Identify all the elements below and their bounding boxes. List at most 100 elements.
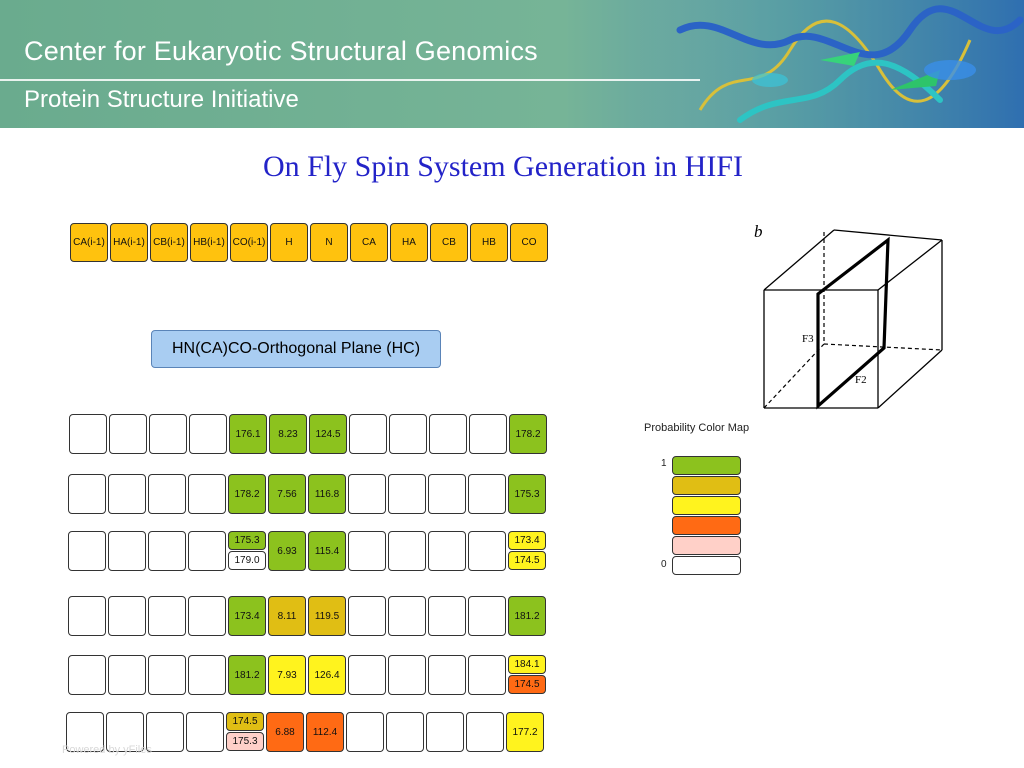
probability-swatch <box>672 476 741 495</box>
cube-label: b <box>754 222 763 241</box>
shift-cell: 7.56 <box>268 474 306 514</box>
empty-cell <box>106 712 144 752</box>
shift-cell: 126.4 <box>308 655 346 695</box>
empty-cell <box>109 414 147 454</box>
column-header: CB <box>430 223 468 262</box>
header-subtitle: Protein Structure Initiative <box>24 86 299 113</box>
empty-cell <box>188 596 226 636</box>
empty-cell <box>149 414 187 454</box>
shift-cell: 181.2 <box>228 655 266 695</box>
f2-axis-label: F2 <box>855 374 867 386</box>
empty-cell <box>468 655 506 695</box>
probability-swatch <box>672 456 741 475</box>
empty-cell <box>186 712 224 752</box>
shift-cell: 174.5 <box>508 551 546 570</box>
empty-cell <box>428 655 466 695</box>
empty-cell <box>68 531 106 571</box>
empty-cell <box>468 474 506 514</box>
shift-cell: 6.88 <box>266 712 304 752</box>
empty-cell <box>388 596 426 636</box>
shift-cell: 173.4 <box>228 596 266 636</box>
column-header: CA <box>350 223 388 262</box>
shift-cell: 175.3 <box>226 732 264 751</box>
empty-cell <box>146 712 184 752</box>
shift-cell: 116.8 <box>308 474 346 514</box>
shift-cell: 115.4 <box>308 531 346 571</box>
shift-cell: 175.3 <box>508 474 546 514</box>
empty-cell <box>428 531 466 571</box>
shift-cell: 177.2 <box>506 712 544 752</box>
empty-cell <box>148 655 186 695</box>
empty-cell <box>68 596 106 636</box>
shift-cell: 184.1 <box>508 655 546 674</box>
column-header: HB <box>470 223 508 262</box>
header-title: Center for Eukaryotic Structural Genomic… <box>24 36 538 66</box>
empty-cell <box>348 655 386 695</box>
empty-cell <box>386 712 424 752</box>
footer-watermark: Powered by yFiles <box>62 744 152 756</box>
column-header: CB(i-1) <box>150 223 188 262</box>
empty-cell <box>348 596 386 636</box>
shift-cell: 174.5 <box>226 712 264 731</box>
empty-cell <box>188 531 226 571</box>
empty-cell <box>428 474 466 514</box>
probability-swatch <box>672 556 741 575</box>
empty-cell <box>388 655 426 695</box>
shift-cell: 175.3 <box>228 531 266 550</box>
shift-cell: 178.2 <box>509 414 547 454</box>
header-banner: Center for Eukaryotic Structural Genomic… <box>0 0 1024 128</box>
empty-cell <box>148 531 186 571</box>
empty-cell <box>108 596 146 636</box>
probability-swatch <box>672 496 741 515</box>
shift-cell: 7.93 <box>268 655 306 695</box>
plane-label: HN(CA)CO-Orthogonal Plane (HC) <box>151 330 441 368</box>
probability-high-label: 1 <box>661 458 667 469</box>
header-divider <box>0 79 700 81</box>
shift-cell: 173.4 <box>508 531 546 550</box>
empty-cell <box>469 414 507 454</box>
cube-diagram <box>763 229 943 410</box>
column-header: CO(i-1) <box>230 223 268 262</box>
probability-map-title: Probability Color Map <box>644 422 750 434</box>
empty-cell <box>466 712 504 752</box>
f3-axis-label: F3 <box>802 333 814 345</box>
empty-cell <box>108 531 146 571</box>
empty-cell <box>389 414 427 454</box>
shift-cell: 124.5 <box>309 414 347 454</box>
column-header: CA(i-1) <box>70 223 108 262</box>
empty-cell <box>388 474 426 514</box>
empty-cell <box>66 712 104 752</box>
empty-cell <box>346 712 384 752</box>
shift-cell: 179.0 <box>228 551 266 570</box>
empty-cell <box>429 414 467 454</box>
empty-cell <box>468 531 506 571</box>
slide-title: On Fly Spin System Generation in HIFI <box>263 150 743 183</box>
column-header: HA <box>390 223 428 262</box>
empty-cell <box>188 474 226 514</box>
column-header: CO <box>510 223 548 262</box>
protein-structure-image <box>640 0 1024 128</box>
shift-cell: 112.4 <box>306 712 344 752</box>
empty-cell <box>68 474 106 514</box>
empty-cell <box>108 655 146 695</box>
shift-cell: 176.1 <box>229 414 267 454</box>
probability-low-label: 0 <box>661 559 667 570</box>
shift-cell: 6.93 <box>268 531 306 571</box>
empty-cell <box>148 596 186 636</box>
empty-cell <box>108 474 146 514</box>
empty-cell <box>68 655 106 695</box>
shift-cell: 174.5 <box>508 675 546 694</box>
shift-cell: 8.23 <box>269 414 307 454</box>
empty-cell <box>189 414 227 454</box>
empty-cell <box>426 712 464 752</box>
column-header: N <box>310 223 348 262</box>
empty-cell <box>188 655 226 695</box>
shift-cell: 178.2 <box>228 474 266 514</box>
empty-cell <box>428 596 466 636</box>
probability-swatch <box>672 536 741 555</box>
shift-cell: 8.11 <box>268 596 306 636</box>
column-header: H <box>270 223 308 262</box>
empty-cell <box>349 414 387 454</box>
empty-cell <box>348 474 386 514</box>
column-header: HA(i-1) <box>110 223 148 262</box>
